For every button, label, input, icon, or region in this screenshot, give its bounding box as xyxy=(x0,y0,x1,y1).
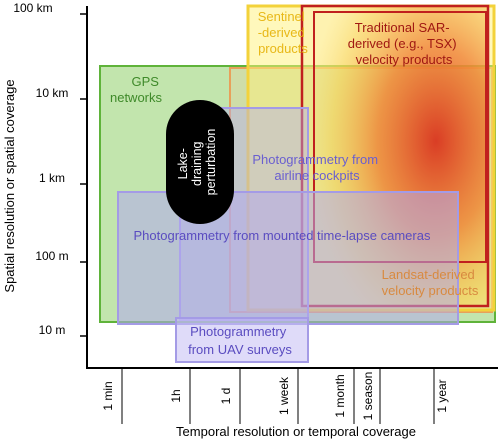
lake-draining-pill: Lake- draining perturbation xyxy=(166,100,234,224)
gps-label: GPS networks xyxy=(110,74,163,105)
y-tick-100m: 100 m xyxy=(35,249,68,263)
x-tick-1year: 1 year xyxy=(435,379,449,412)
y-tick-1km: 1 km xyxy=(39,171,65,185)
x-tick-1d: 1 d xyxy=(219,388,233,405)
y-tick-10m: 10 m xyxy=(39,323,66,337)
uav-label: Photogrammetry from UAV surveys xyxy=(188,324,292,357)
y-tick-100km: 100 km xyxy=(13,1,52,15)
x-tick-1min: 1 min xyxy=(101,381,115,410)
y-ticks: 100 km 10 km 1 km 100 m 10 m xyxy=(13,1,88,337)
x-tick-1h: 1h xyxy=(169,389,183,402)
y-axis-label: Spatial resolution or spatial coverage xyxy=(2,79,17,292)
timelapse-region xyxy=(117,191,459,325)
y-tick-10km: 10 km xyxy=(36,86,69,100)
uav-region xyxy=(175,317,309,363)
x-tick-1week: 1 week xyxy=(277,376,291,415)
x-tick-1season: 1 season xyxy=(361,372,375,421)
landsat-label: Landsat-derived velocity products xyxy=(382,267,479,298)
x-axis-label: Temporal resolution or temporal coverage xyxy=(176,424,416,439)
airline-label: Photogrammetry from airline cockpits xyxy=(252,152,381,183)
sar-label: Traditional SAR- derived (e.g., TSX) vel… xyxy=(348,20,461,67)
axes xyxy=(86,6,498,369)
x-ticks: 1 min 1h 1 d 1 week 1 month 1 season 1 y… xyxy=(101,368,449,424)
x-tick-1month: 1 month xyxy=(333,374,347,417)
sentinel-label: Sentinel -derived products xyxy=(258,9,309,56)
timelapse-label: Photogrammetry from mounted time-lapse c… xyxy=(134,228,431,243)
lake-draining-label: Lake- draining perturbation xyxy=(176,129,218,196)
